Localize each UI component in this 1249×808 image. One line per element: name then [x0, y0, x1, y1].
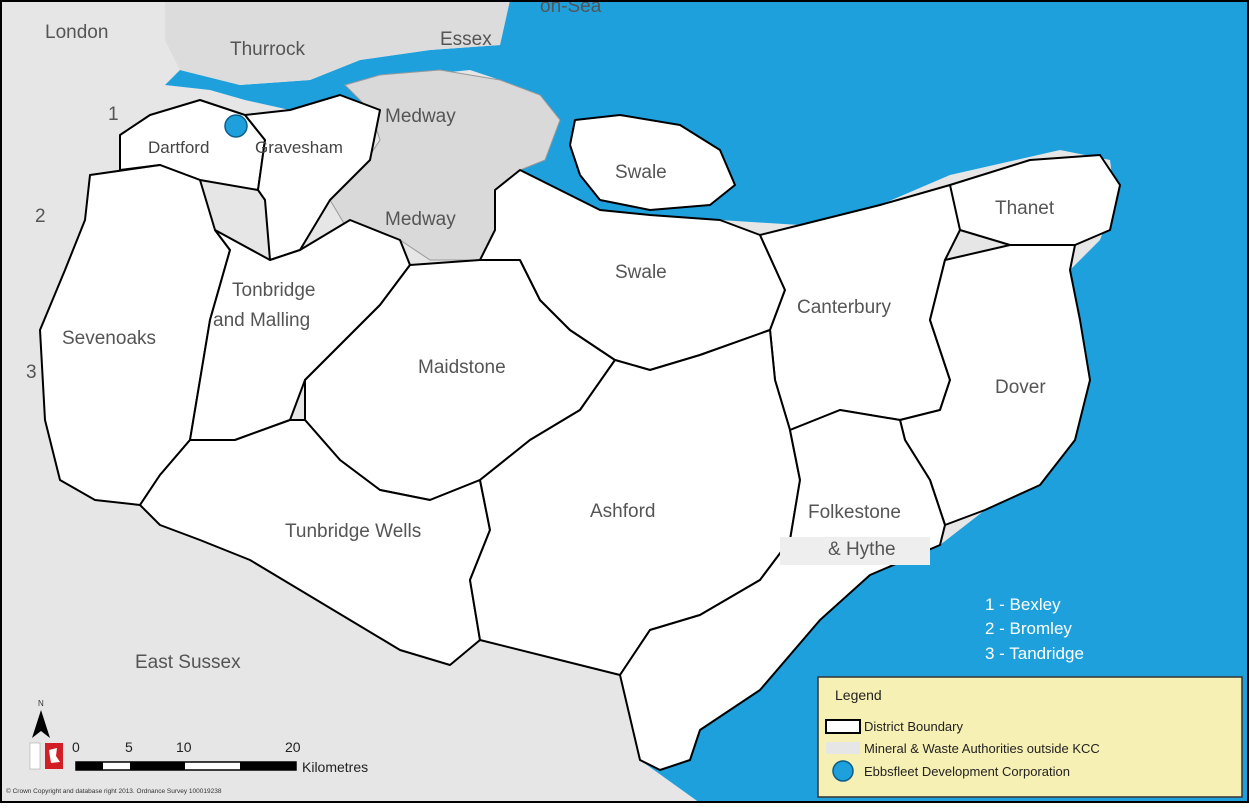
label-tunbridge-wells: Tunbridge Wells — [285, 521, 421, 542]
district-swale-north — [569, 114, 736, 211]
label-medway-south: Medway — [385, 209, 456, 230]
label-sevenoaks: Sevenoaks — [62, 328, 156, 349]
legend-item-ebbsfleet: Ebbsfleet Development Corporation — [864, 764, 1070, 779]
label-num-2: 2 — [35, 206, 46, 227]
north-arrow-icon — [32, 710, 50, 738]
north-arrow: N — [32, 699, 50, 738]
copyright-text: © Crown Copyright and database right 201… — [6, 787, 222, 795]
authority-strip — [780, 537, 930, 565]
ebbsfleet-marker — [224, 114, 248, 138]
label-southend: on-Sea — [540, 0, 602, 17]
label-east-sussex: East Sussex — [135, 652, 241, 673]
label-medway-north: Medway — [385, 106, 456, 127]
label-num-3: 3 — [26, 362, 37, 383]
scale-bar: 0 5 10 20 Kilometres — [72, 739, 368, 775]
scale-tick-0: 0 — [72, 739, 80, 755]
key-bromley: 2 - Bromley — [985, 619, 1072, 638]
legend: Legend District Boundary Mineral & Waste… — [817, 676, 1243, 798]
scale-tick-5: 5 — [125, 739, 133, 755]
essex-land — [165, 0, 510, 85]
label-thurrock: Thurrock — [230, 39, 305, 60]
label-tonbridge-2: and Malling — [213, 310, 310, 331]
scale-tick-20: 20 — [285, 739, 301, 755]
label-thanet: Thanet — [995, 198, 1055, 219]
legend-box — [817, 676, 1243, 798]
scale-unit: Kilometres — [302, 759, 368, 775]
kcc-logo — [29, 742, 63, 770]
legend-item-boundary: District Boundary — [864, 719, 963, 734]
legend-dot-swatch — [832, 760, 854, 782]
label-essex: Essex — [440, 29, 492, 50]
label-swale-north: Swale — [615, 162, 667, 183]
label-dartford: Dartford — [148, 138, 209, 157]
legend-boundary-swatch — [825, 719, 861, 734]
label-num-1: 1 — [108, 104, 119, 125]
legend-title: Legend — [835, 687, 882, 703]
district-dover — [899, 244, 1091, 526]
label-ashford: Ashford — [590, 501, 655, 522]
label-folkestone-2: & Hythe — [828, 539, 896, 560]
label-folkestone-1: Folkestone — [808, 502, 901, 523]
label-canterbury: Canterbury — [797, 297, 891, 318]
label-tonbridge-1: Tonbridge — [232, 280, 315, 301]
sea — [165, 0, 1249, 803]
label-gravesham: Gravesham — [255, 138, 343, 157]
north-arrow-label: N — [38, 699, 44, 708]
scale-tick-10: 10 — [176, 739, 192, 755]
legend-grey-swatch — [826, 742, 860, 754]
label-london: London — [45, 22, 108, 43]
label-swale: Swale — [615, 262, 667, 283]
kent-districts — [39, 94, 1121, 771]
district-folkestone — [619, 409, 946, 771]
key-tandridge: 3 - Tandridge — [985, 644, 1084, 663]
legend-item-authorities: Mineral & Waste Authorities outside KCC — [864, 741, 1100, 756]
district-gravesham — [244, 94, 381, 261]
key-bexley: 1 - Bexley — [985, 595, 1061, 614]
label-dover: Dover — [995, 377, 1046, 398]
label-maidstone: Maidstone — [418, 357, 506, 378]
